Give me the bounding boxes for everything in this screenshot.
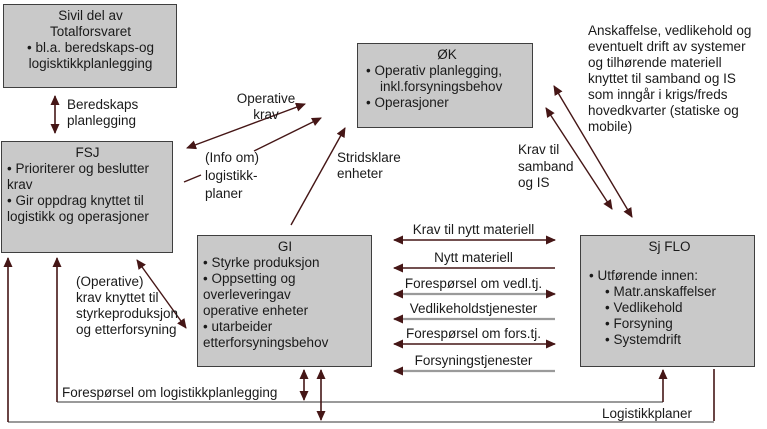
arrow-fsj-ok-operative-krav	[186, 102, 306, 150]
node-text-line: inkl.forsyningsbehov	[380, 79, 503, 94]
node-text-line: logistikk og operasjoner	[7, 209, 149, 224]
node-text-line: • Utførende innen:	[589, 268, 699, 283]
node-text-line: • bl.a. beredskaps-og	[26, 40, 155, 55]
node-title: GI	[277, 239, 293, 254]
label-anskaffelse-note: Anskaffelse, vedlikehold og eventuelt dr…	[588, 23, 752, 134]
label-beredskaps-planlegging: Beredskaps planlegging	[67, 97, 139, 128]
node-gi: GI • Styrke produksjon • Oppsetting og o…	[197, 235, 372, 367]
node-text-line: • Styrke produksjon	[203, 255, 320, 270]
label-stridsklare-enheter: Stridsklare enheter	[337, 150, 401, 181]
node-title: ØK	[437, 47, 457, 62]
node-text-line: operative enheter	[203, 303, 309, 318]
label-operative-krav: Operative krav	[236, 91, 296, 122]
node-text-line: • Matr.anskaffelser	[605, 284, 717, 299]
arrow-fsj-ok-info-planer	[253, 117, 322, 152]
node-text-line: • utarbeider	[203, 319, 273, 334]
label-nytt-materiell: Nytt materiell	[434, 250, 513, 265]
node-text-line: etterforsyningsbehov	[203, 335, 329, 350]
label-operative-krav-knyttet: (Operative) krav knyttet til styrkeprodu…	[76, 274, 179, 337]
node-sivil-del-av-totalforsvaret: Sivil del av Totalforsvaret • bl.a. bere…	[3, 4, 177, 88]
label-krav-til-samband: Krav til samband og IS	[518, 142, 574, 190]
node-text-line: overleveringav	[203, 287, 291, 302]
arrow-fsj-ok-info-dash	[183, 174, 202, 183]
label-foresporsel-om-vedl-tj: Forespørsel om vedl.tj.	[404, 276, 543, 291]
node-text-line: • Oppsetting og	[203, 271, 296, 286]
label-info-om-logistikkplaner: (Info om) logistikk- planer	[205, 150, 260, 201]
label-forsyningstjenester: Forsyningstjenester	[414, 353, 533, 368]
node-sjflo: Sj FLO • Utførende innen: • Matr.anskaff…	[580, 235, 755, 367]
node-ok: ØK • Operativ planlegging, inkl.forsynin…	[357, 43, 533, 128]
node-title: FSJ	[75, 145, 100, 160]
node-text-line: krav	[7, 177, 33, 192]
node-text-line: • Gir oppdrag knyttet til	[7, 193, 144, 208]
node-text-line: • Systemdrift	[605, 332, 681, 347]
label-logistikkplaner: Logistikkplaner	[602, 406, 693, 421]
arrow-gi-ok-stridsklare	[290, 127, 346, 226]
node-text-line: • Forsyning	[605, 316, 673, 331]
label-vedlikeholdstjenester: Vedlikeholdstjenester	[409, 301, 538, 316]
label-foresporsel-om-fors-tj: Forespørsel om fors.tj.	[405, 326, 542, 341]
node-text-line: • Operasjoner	[366, 95, 449, 110]
arrow-fsj-gi-krav	[136, 259, 187, 329]
node-text-line: • Prioriterer og beslutter	[7, 161, 150, 176]
arrow-ok-sjflo-2	[553, 85, 633, 218]
label-krav-til-nytt-materiell: Krav til nytt materiell	[412, 222, 535, 237]
node-fsj: FSJ • Prioriterer og beslutter krav • Gi…	[1, 141, 173, 253]
node-text-line: Sivil del av	[58, 8, 123, 23]
node-text-line: • Vedlikehold	[605, 300, 683, 315]
node-text-line: Totalforsvaret	[49, 24, 132, 39]
label-foresporsel-om-logistikkplanlegging: Forespørsel om logistikkplanlegging	[62, 385, 278, 400]
node-text-line: logisktikkplanlegging	[28, 56, 153, 71]
node-title: Sj FLO	[648, 239, 691, 254]
node-text-line: • Operativ planlegging,	[366, 63, 503, 78]
